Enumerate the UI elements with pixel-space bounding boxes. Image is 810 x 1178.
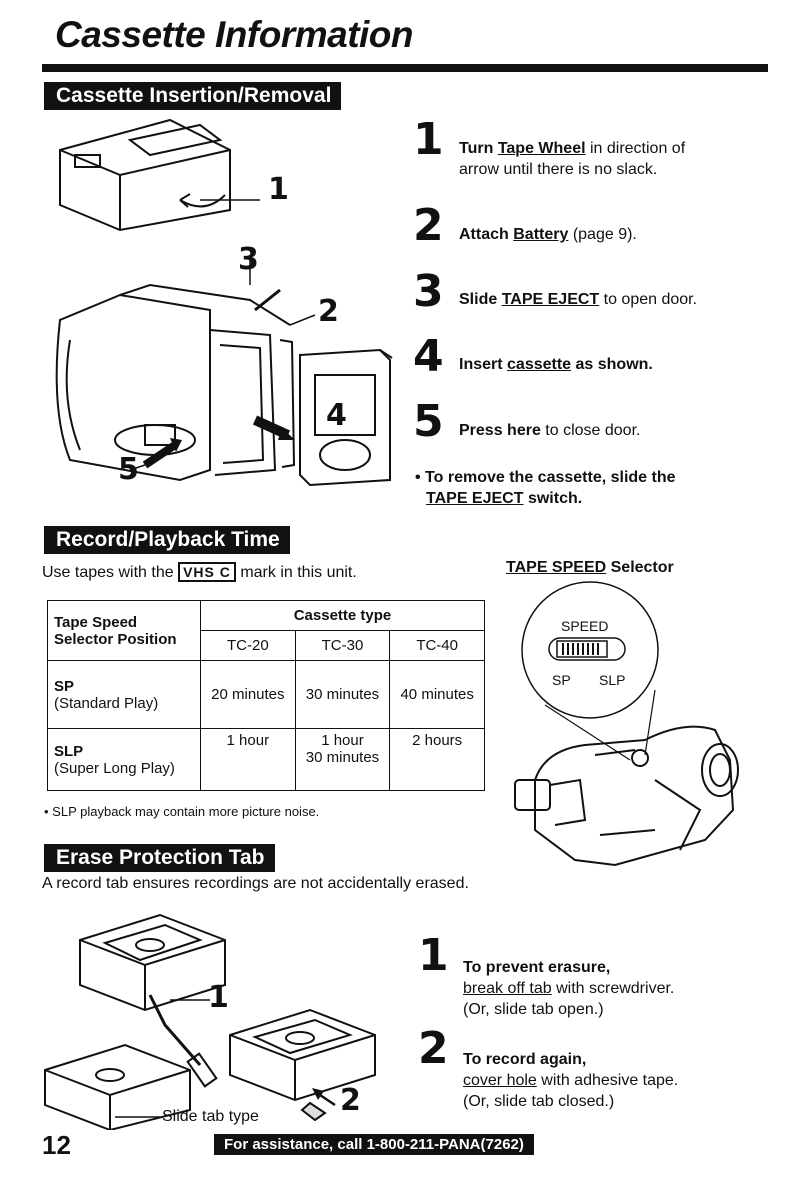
- step-number-3: 3: [413, 266, 444, 317]
- insertion-step-5: Press here to close door.: [459, 422, 641, 439]
- speed-selector-illustration: [514, 581, 739, 867]
- slide-tab-type-label: Slide tab type: [162, 1108, 259, 1125]
- figure-label-4: 4: [326, 398, 347, 433]
- table-col-tc30: TC-30: [294, 630, 391, 661]
- assistance-footer: For assistance, call 1-800-211-PANA(7262…: [214, 1134, 534, 1155]
- section-header-erase: Erase Protection Tab: [44, 844, 275, 872]
- step-number-4: 4: [413, 331, 444, 382]
- step-number-2: 2: [413, 200, 444, 251]
- erase-figure-label-1: 1: [208, 980, 229, 1015]
- table-cell: 30 minutes: [294, 660, 391, 729]
- table-row: SP(Standard Play) 20 minutes 30 minutes …: [47, 660, 485, 729]
- title-rule: [42, 64, 768, 72]
- insertion-step-3: Slide TAPE EJECT to open door.: [459, 291, 698, 308]
- erase-step-1: To prevent erasure, break off tab with s…: [463, 959, 675, 1018]
- table-col-tc20: TC-20: [200, 630, 296, 661]
- figure-label-5: 5: [118, 452, 139, 487]
- table-note: • SLP playback may contain more picture …: [44, 804, 320, 819]
- erase-step-number-1: 1: [418, 930, 449, 981]
- insertion-step-2: Attach Battery (page 9).: [459, 226, 637, 243]
- table-header-cassette-type: Cassette type: [200, 600, 485, 631]
- table-cell: 1 hour: [200, 728, 296, 791]
- erase-figure-label-2: 2: [340, 1083, 361, 1118]
- erase-tab-illustration: [44, 913, 376, 1130]
- erase-step-number-2: 2: [418, 1023, 449, 1074]
- figure-label-3: 3: [238, 242, 259, 277]
- tape-speed-selector-caption: TAPE SPEED Selector: [506, 559, 674, 576]
- figure-label-2: 2: [318, 294, 339, 329]
- erase-step-2: To record again, cover hole with adhesiv…: [463, 1051, 679, 1110]
- insertion-step-4: Insert cassette as shown.: [459, 356, 653, 373]
- table-col-tc40: TC-40: [389, 630, 485, 661]
- step-number-1: 1: [413, 114, 444, 165]
- table-cell: 40 minutes: [389, 660, 485, 729]
- figure-label-1: 1: [268, 172, 289, 207]
- speed-label: SPEED: [561, 618, 609, 634]
- erase-intro: A record tab ensures recordings are not …: [42, 875, 469, 892]
- step-number-5: 5: [413, 396, 444, 447]
- slp-label: SLP: [599, 672, 626, 688]
- table-cell-mode: SP(Standard Play): [47, 660, 201, 729]
- section-header-insertion: Cassette Insertion/Removal: [44, 82, 342, 110]
- cassette-insertion-illustration: [55, 118, 393, 487]
- page-number: 12: [42, 1130, 71, 1160]
- page-title: Cassette Information: [55, 14, 414, 55]
- table-cell-mode: SLP(Super Long Play): [47, 728, 201, 791]
- insertion-step-1: Turn Tape Wheel in direction of arrow un…: [459, 140, 686, 178]
- remove-cassette-note: • To remove the cassette, slide the TAPE…: [415, 469, 676, 507]
- vhs-c-logo: VHS C: [178, 562, 236, 582]
- use-tapes-text: Use tapes with the VHS C mark in this un…: [42, 562, 357, 582]
- sp-label: SP: [552, 672, 571, 688]
- table-cell: 2 hours: [389, 728, 485, 791]
- table-cell: 20 minutes: [200, 660, 296, 729]
- section-header-record-time: Record/Playback Time: [44, 526, 290, 554]
